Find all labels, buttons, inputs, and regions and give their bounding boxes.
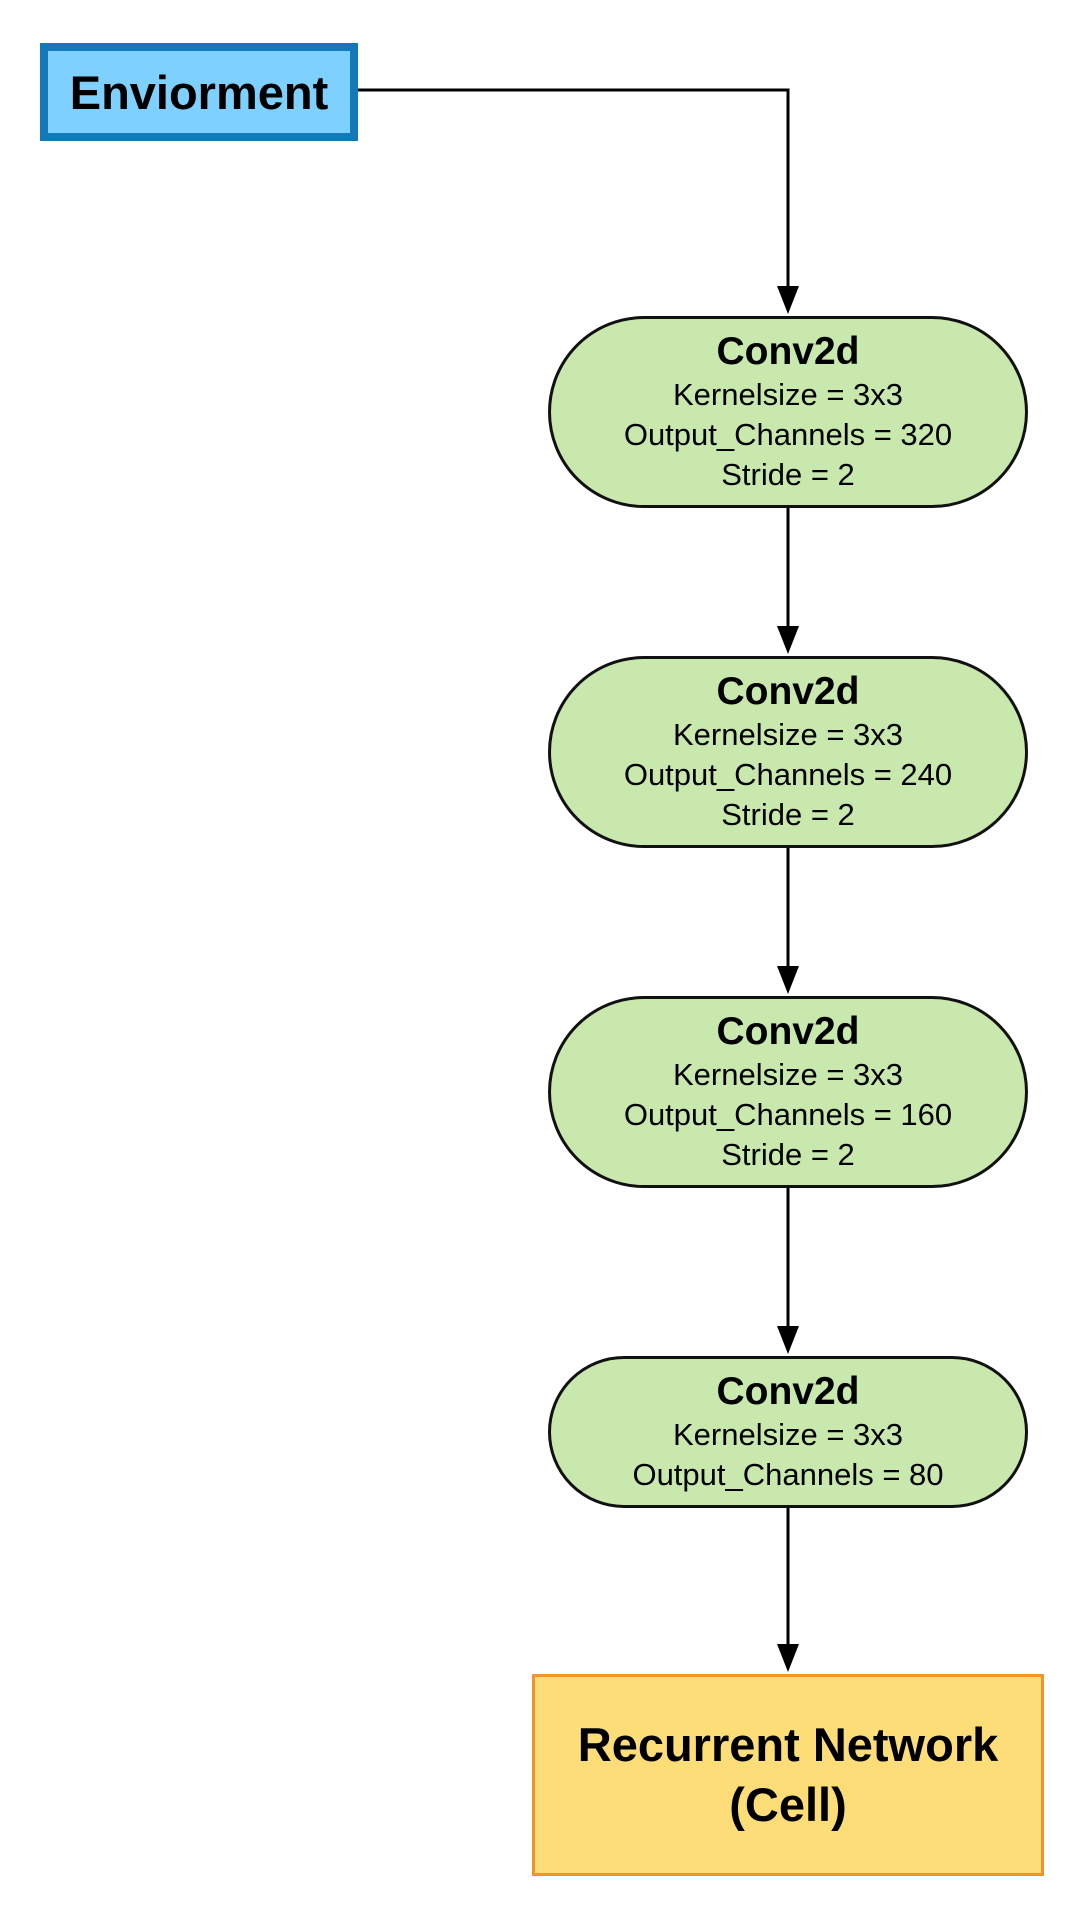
arrowhead-conv1 xyxy=(777,286,799,314)
output-channels-text: Output_Channels = 160 xyxy=(623,1097,953,1132)
recurrent-network-label: Recurrent Network xyxy=(577,1718,999,1771)
arrowhead-rnn xyxy=(777,1644,799,1672)
stride-text: Stride = 2 xyxy=(721,797,855,832)
output-channels-text: Output_Channels = 320 xyxy=(623,417,953,452)
arrowhead-conv4 xyxy=(777,1326,799,1354)
recurrent-network-node: Recurrent Network (Cell) xyxy=(532,1674,1044,1876)
arrowhead-conv2 xyxy=(777,626,799,654)
kernel-size-text: Kernelsize = 3x3 xyxy=(672,717,904,752)
stride-text: Stride = 2 xyxy=(721,457,855,492)
conv2d-title: Conv2d xyxy=(716,1370,860,1413)
output-channels-text: Output_Channels = 80 xyxy=(632,1457,944,1492)
arrow-env-to-conv1 xyxy=(358,88,790,294)
kernel-size-text: Kernelsize = 3x3 xyxy=(672,1417,904,1452)
kernel-size-text: Kernelsize = 3x3 xyxy=(672,1057,904,1092)
conv2d-node-3: Conv2d Kernelsize = 3x3 Output_Channels … xyxy=(548,996,1028,1188)
conv2d-title: Conv2d xyxy=(716,670,860,713)
output-channels-text: Output_Channels = 240 xyxy=(623,757,953,792)
arrowhead-conv3 xyxy=(777,966,799,994)
environment-node: Enviorment xyxy=(40,43,358,141)
conv2d-node-2: Conv2d Kernelsize = 3x3 Output_Channels … xyxy=(548,656,1028,848)
conv2d-node-4: Conv2d Kernelsize = 3x3 Output_Channels … xyxy=(548,1356,1028,1508)
conv2d-title: Conv2d xyxy=(716,1010,860,1053)
stride-text: Stride = 2 xyxy=(721,1137,855,1172)
conv2d-title: Conv2d xyxy=(716,330,860,373)
recurrent-network-sublabel: (Cell) xyxy=(729,1778,847,1831)
conv2d-node-1: Conv2d Kernelsize = 3x3 Output_Channels … xyxy=(548,316,1028,508)
environment-label: Enviorment xyxy=(69,65,329,119)
kernel-size-text: Kernelsize = 3x3 xyxy=(672,377,904,412)
